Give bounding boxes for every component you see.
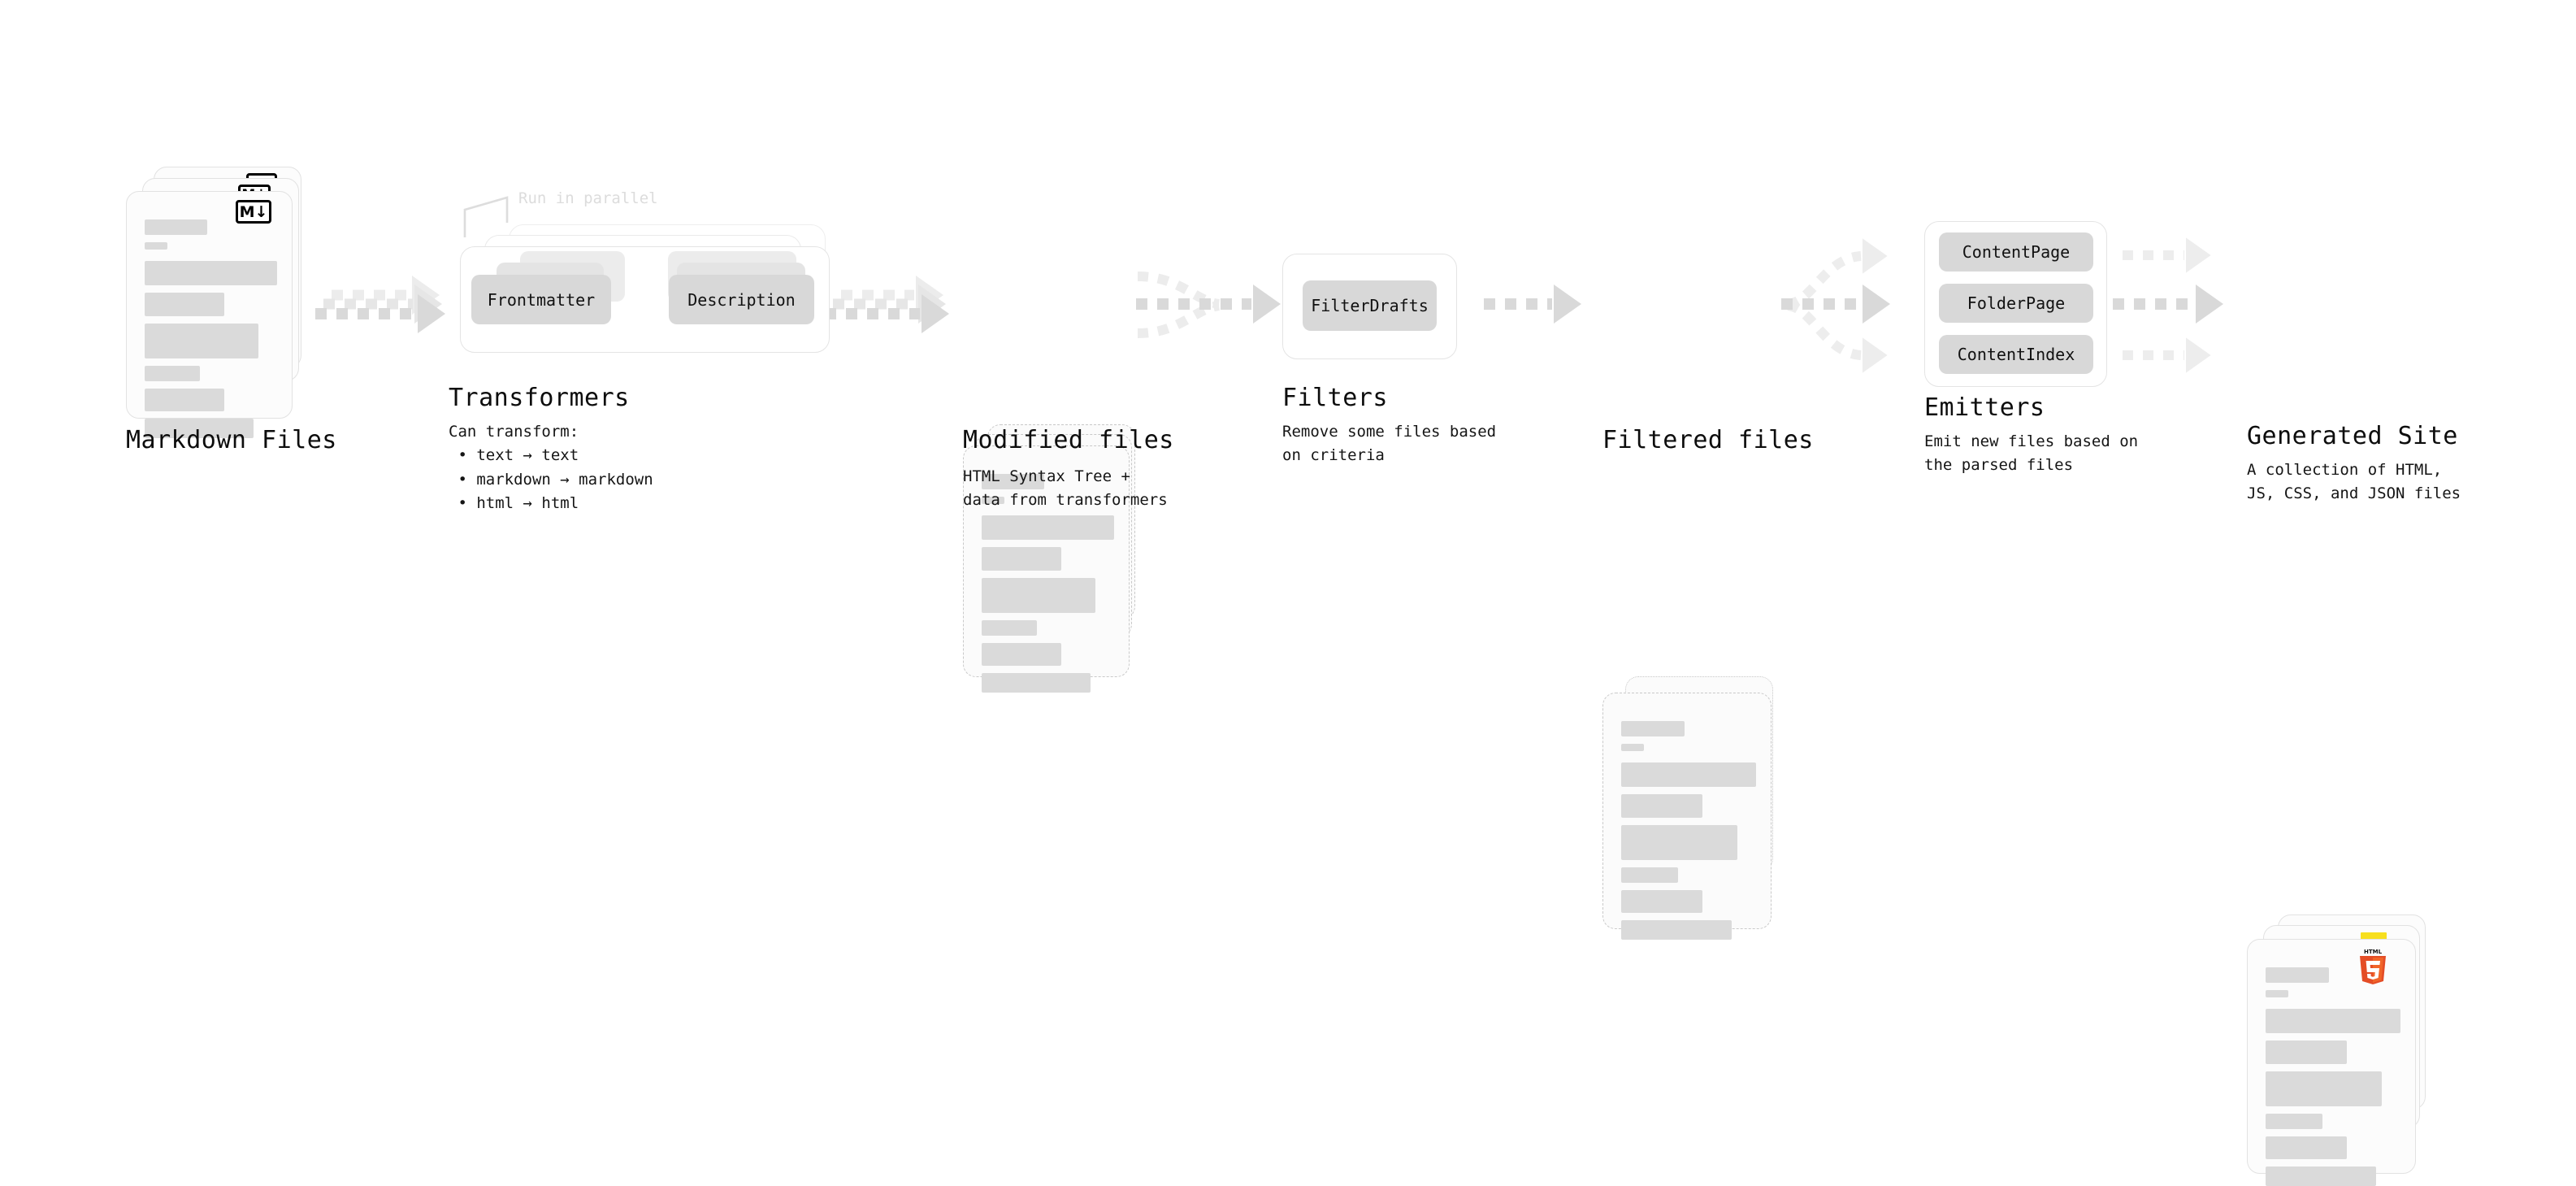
skeleton-content xyxy=(2266,967,2400,1186)
stage-desc-filters: Remove some files based on criteria xyxy=(1282,423,1497,465)
skeleton-content xyxy=(1621,721,1756,940)
skeleton-bar xyxy=(1621,867,1678,883)
description-chip[interactable]: Description xyxy=(669,275,814,324)
skeleton-bar xyxy=(145,242,167,250)
skeleton-bar xyxy=(2266,1009,2400,1033)
folderpage-chip[interactable]: FolderPage xyxy=(1939,284,2093,323)
stage-label-filters: Filters xyxy=(1282,384,1388,412)
stage-label-generated-site: Generated Site xyxy=(2247,422,2458,450)
skeleton-bar xyxy=(982,578,1096,613)
stage-desc-transformers: Can transform: • text → text • markdown … xyxy=(449,423,653,513)
stage-modified-files xyxy=(963,424,1150,693)
arrow-markdown-to-transformers xyxy=(315,276,445,333)
filtered-file-front xyxy=(1602,693,1772,940)
arrow-filtered-to-emitters xyxy=(1781,238,1890,373)
stage-desc-generated-site: A collection of HTML, JS, CSS, and JSON … xyxy=(2247,461,2461,503)
site-file-html xyxy=(2247,939,2416,1186)
stage-emitters: ContentPage FolderPage ContentIndex xyxy=(1924,221,2107,387)
contentindex-chip[interactable]: ContentIndex xyxy=(1939,335,2093,374)
skeleton-bar xyxy=(145,219,207,235)
stage-label-markdown-files: Markdown Files xyxy=(126,426,337,454)
arrow-emitters-to-site xyxy=(2113,237,2223,373)
skeleton-bar xyxy=(1621,721,1685,736)
skeleton-bar xyxy=(982,643,1061,666)
arrow-filters-to-filtered xyxy=(1484,285,1581,324)
skeleton-bar xyxy=(145,366,201,381)
skeleton-bar xyxy=(1621,920,1733,940)
stage-label-filtered-files: Filtered files xyxy=(1602,426,1814,454)
html5-icon-svg: HTML xyxy=(2360,949,2386,984)
skeleton-bar xyxy=(1621,744,1645,751)
stage-generated-site: CSS HTML xyxy=(2247,914,2442,1186)
markdown-icon: M↓ xyxy=(236,200,271,224)
stage-label-modified-files: Modified files xyxy=(963,426,1174,454)
skeleton-bar xyxy=(982,497,1004,504)
html5-icon: HTML xyxy=(2357,947,2389,984)
modified-file-front xyxy=(963,445,1130,693)
markdown-file-front xyxy=(126,191,293,438)
skeleton-bar xyxy=(982,515,1114,540)
filterdrafts-chip[interactable]: FilterDrafts xyxy=(1303,280,1437,331)
pipeline-diagram: M↓ M↓ M↓ Markdown Files Frontmatter Desc… xyxy=(126,167,2461,1186)
skeleton-bar xyxy=(2266,1071,2382,1106)
skeleton-bar xyxy=(1621,825,1737,860)
frontmatter-chip[interactable]: Frontmatter xyxy=(471,275,611,324)
skeleton-bar xyxy=(1621,890,1702,913)
svg-text:HTML: HTML xyxy=(2364,949,2383,955)
stage-label-emitters: Emitters xyxy=(1924,393,2045,422)
stage-markdown-files: M↓ M↓ M↓ xyxy=(126,167,313,438)
skeleton-bar xyxy=(2266,967,2330,983)
skeleton-bar xyxy=(982,620,1038,636)
skeleton-bar xyxy=(2266,1040,2347,1064)
stage-filters: FilterDrafts xyxy=(1282,254,1457,359)
stage-desc-modified-files: HTML Syntax Tree + data from transformer… xyxy=(963,467,1168,510)
skeleton-bar xyxy=(2266,990,2289,997)
contentpage-chip[interactable]: ContentPage xyxy=(1939,232,2093,272)
skeleton-bar xyxy=(145,389,224,411)
skeleton-content xyxy=(145,219,277,438)
skeleton-bar xyxy=(2266,1114,2322,1129)
skeleton-bar xyxy=(982,673,1091,693)
stage-transformers: Frontmatter Description Frontmatter Desc… xyxy=(455,199,837,362)
skeleton-bar xyxy=(145,261,277,285)
arrow-transformers-to-modified xyxy=(825,276,949,333)
stage-filtered-files xyxy=(1602,676,1789,940)
skeleton-bar xyxy=(982,474,1044,489)
skeleton-bar xyxy=(1621,794,1702,818)
skeleton-bar xyxy=(2266,1136,2347,1159)
skeleton-bar xyxy=(2266,1166,2377,1186)
arrow-modified-to-filters xyxy=(1136,272,1281,338)
stage-label-transformers: Transformers xyxy=(449,384,630,412)
skeleton-bar xyxy=(145,419,254,438)
skeleton-bar xyxy=(145,293,224,316)
skeleton-bar xyxy=(982,547,1061,571)
run-in-parallel-label: Run in parallel xyxy=(518,189,658,207)
skeleton-bar xyxy=(145,324,259,358)
stage-desc-emitters: Emit new files based on the parsed files xyxy=(1924,432,2139,475)
skeleton-bar xyxy=(1621,762,1756,787)
